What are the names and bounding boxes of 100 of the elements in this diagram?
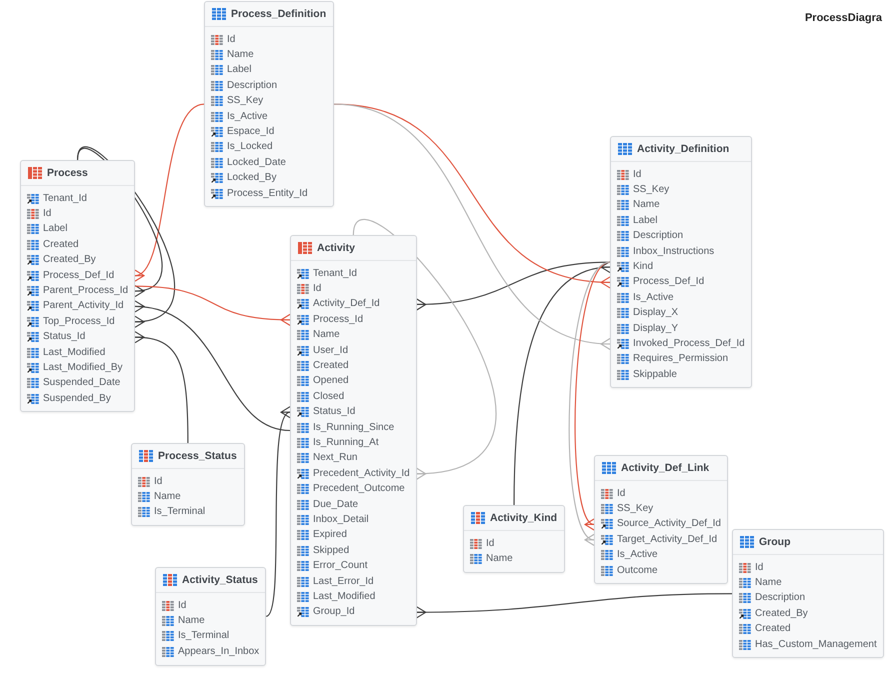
field-name: Display_Y xyxy=(633,324,678,334)
field-name: Source_Activity_Def_Id xyxy=(617,519,721,530)
field-name: Description xyxy=(755,593,806,604)
field-name: Id xyxy=(154,476,162,487)
field-name: Created xyxy=(755,624,791,634)
field-name: Created_By xyxy=(755,608,808,619)
field-name: Suspended_By xyxy=(43,394,111,404)
field-name: Name xyxy=(633,200,660,210)
field-name: Parent_Activity_Id xyxy=(43,301,124,312)
table-name: Activity xyxy=(317,242,355,254)
field-name: Precedent_Activity_Id xyxy=(313,468,410,479)
field-name: Created xyxy=(313,361,349,372)
field-name: Error_Count xyxy=(313,561,368,572)
field-name: Display_X xyxy=(633,308,678,318)
field-name: Process_Def_Id xyxy=(43,270,114,281)
field-name: SS_Key xyxy=(633,185,670,196)
field-name: Description xyxy=(227,80,278,91)
field-name: Id xyxy=(617,488,626,499)
field-name: Group_Id xyxy=(313,607,355,618)
field-name: Appears_In_Inbox xyxy=(178,646,260,657)
field-name: Name xyxy=(178,616,205,626)
field-name: Locked_By xyxy=(227,173,276,184)
relationship-line xyxy=(416,262,610,311)
field-name: Process_Id xyxy=(313,314,364,325)
field-name: Is_Terminal xyxy=(178,631,230,642)
field-name: User_Id xyxy=(313,346,348,356)
entity-table xyxy=(463,505,566,573)
table-name: Process_Definition xyxy=(231,8,326,20)
field-name: Id xyxy=(178,600,186,611)
field-name: Created xyxy=(43,240,79,250)
relationship-line xyxy=(134,331,188,443)
field-name: Created_By xyxy=(43,255,96,266)
entity-table xyxy=(732,529,884,658)
field-name: Is_Locked xyxy=(227,142,273,152)
field-name: Id xyxy=(633,170,642,180)
field-name: Next_Run xyxy=(313,453,358,464)
field-name: Is_Running_Since xyxy=(313,422,394,433)
field-name: Is_Active xyxy=(617,550,658,560)
entity-table xyxy=(20,160,136,412)
field-name: Label xyxy=(227,65,252,76)
field-name: Name xyxy=(154,492,181,502)
field-name: Last_Modified xyxy=(313,592,376,602)
field-name: Id xyxy=(43,209,52,220)
field-name: Last_Modified_By xyxy=(43,362,122,373)
table-name: Activity_Kind xyxy=(490,512,558,524)
table-name: Process xyxy=(47,168,88,178)
field-name: Name xyxy=(486,554,513,564)
field-name: Label xyxy=(43,224,68,234)
field-name: Is_Active xyxy=(633,292,674,303)
field-name: Status_Id xyxy=(43,332,86,342)
field-name: Suspended_Date xyxy=(43,378,120,388)
entity-table xyxy=(204,1,334,208)
relationship-line xyxy=(514,261,612,505)
field-name: Top_Process_Id xyxy=(43,316,115,327)
field-name: Id xyxy=(486,538,494,549)
field-name: Last_Error_Id xyxy=(313,576,374,586)
entity-table xyxy=(290,235,417,626)
field-name: Closed xyxy=(313,392,344,402)
field-name: Opened xyxy=(313,376,349,386)
relationship-line xyxy=(334,104,612,350)
field-name: Due_Date xyxy=(313,500,358,510)
field-name: Tenant_Id xyxy=(43,194,87,204)
table-name: Group xyxy=(759,536,790,548)
table-name: Activity_Definition xyxy=(637,144,730,154)
field-name: Is_Terminal xyxy=(154,507,206,518)
field-name: Espace_Id xyxy=(227,127,274,138)
relationship-line xyxy=(135,286,291,326)
relationship-line xyxy=(416,593,732,618)
entity-table xyxy=(610,136,752,388)
field-name: Has_Custom_Management xyxy=(755,640,877,650)
field-name: Id xyxy=(755,562,764,573)
field-name: Invoked_Process_Def_Id xyxy=(633,338,745,349)
field-name: Last_Modified xyxy=(43,348,106,358)
table-name: Activity_Status xyxy=(182,574,258,586)
table-name: Activity_Def_Link xyxy=(621,462,710,474)
field-name: Description xyxy=(633,231,684,242)
field-name: SS_Key xyxy=(617,504,654,514)
field-name: Is_Active xyxy=(227,112,268,122)
table-name: Process_Status xyxy=(158,450,237,462)
relationship-line xyxy=(568,262,610,546)
field-name: Tenant_Id xyxy=(313,268,357,279)
field-name: Process_Def_Id xyxy=(633,277,704,288)
field-name: Precedent_Outcome xyxy=(313,484,405,494)
field-name: Inbox_Detail xyxy=(313,514,369,525)
diagram-title: ProcessDiagra xyxy=(804,11,882,26)
entity-table xyxy=(594,455,728,584)
field-name: SS_Key xyxy=(227,96,264,106)
field-name: Expired xyxy=(313,530,347,540)
field-name: Process_Entity_Id xyxy=(227,188,308,199)
field-name: Id xyxy=(313,284,322,294)
field-name: Is_Running_At xyxy=(313,438,379,448)
entity-table xyxy=(155,567,266,666)
field-name: Outcome xyxy=(617,566,658,576)
field-name: Id xyxy=(227,34,236,45)
field-name: Parent_Process_Id xyxy=(43,286,128,296)
field-name: Activity_Def_Id xyxy=(313,299,380,310)
entity-table xyxy=(131,443,245,526)
field-name: Locked_Date xyxy=(227,158,286,168)
field-name: Label xyxy=(633,216,658,226)
field-name: Requires_Permission xyxy=(633,354,728,364)
